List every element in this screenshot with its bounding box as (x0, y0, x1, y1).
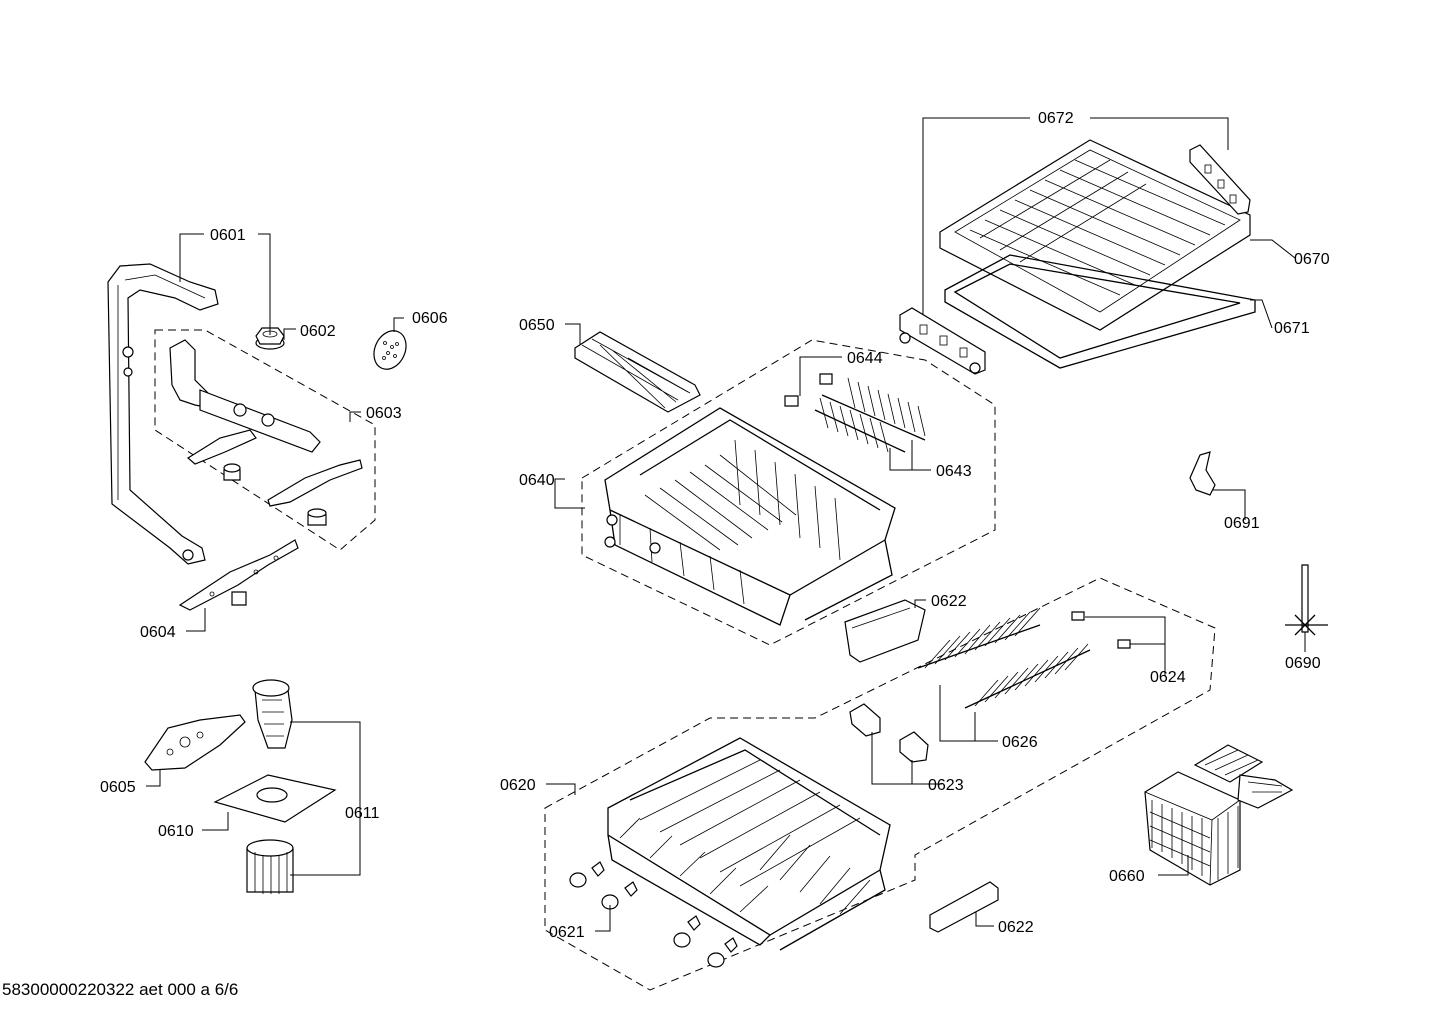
label-0626: 0626 (1002, 734, 1038, 751)
label-0621: 0621 (549, 924, 585, 941)
label-0610: 0610 (158, 823, 194, 840)
small-parts-right (1189, 451, 1328, 636)
document-id: 58300000220322 aet 000 a 6/6 (2, 980, 239, 999)
label-0670: 0670 (1294, 251, 1330, 268)
label-0611: 0611 (345, 805, 380, 822)
part-labels: 0601 0602 0603 0604 0605 0606 0610 0611 … (100, 110, 1330, 941)
label-0691: 0691 (1224, 515, 1260, 532)
label-0620: 0620 (500, 777, 536, 794)
label-0644: 0644 (847, 350, 883, 367)
label-0606: 0606 (412, 310, 448, 327)
cutlery-basket (1144, 744, 1294, 886)
label-0603: 0603 (366, 405, 402, 422)
spray-pipe-assembly (107, 263, 407, 611)
label-0640: 0640 (519, 472, 555, 489)
label-0672: 0672 (1038, 110, 1074, 127)
label-0602: 0602 (300, 323, 336, 340)
leader-lines (146, 117, 1306, 932)
upper-rack (574, 331, 996, 646)
label-0650: 0650 (519, 317, 555, 334)
label-0622-upper: 0622 (931, 593, 967, 610)
label-0623: 0623 (928, 777, 964, 794)
cutlery-tray (899, 139, 1256, 375)
label-0624: 0624 (1150, 669, 1186, 686)
lower-rack (544, 577, 1216, 991)
label-0671: 0671 (1274, 320, 1310, 337)
label-0690: 0690 (1285, 655, 1321, 672)
label-0660: 0660 (1109, 868, 1145, 885)
label-0601: 0601 (210, 227, 246, 244)
label-0622-lower: 0622 (998, 919, 1034, 936)
label-0643: 0643 (936, 463, 972, 480)
filter-assembly (144, 679, 337, 894)
label-0604: 0604 (140, 624, 176, 641)
label-0605: 0605 (100, 779, 136, 796)
